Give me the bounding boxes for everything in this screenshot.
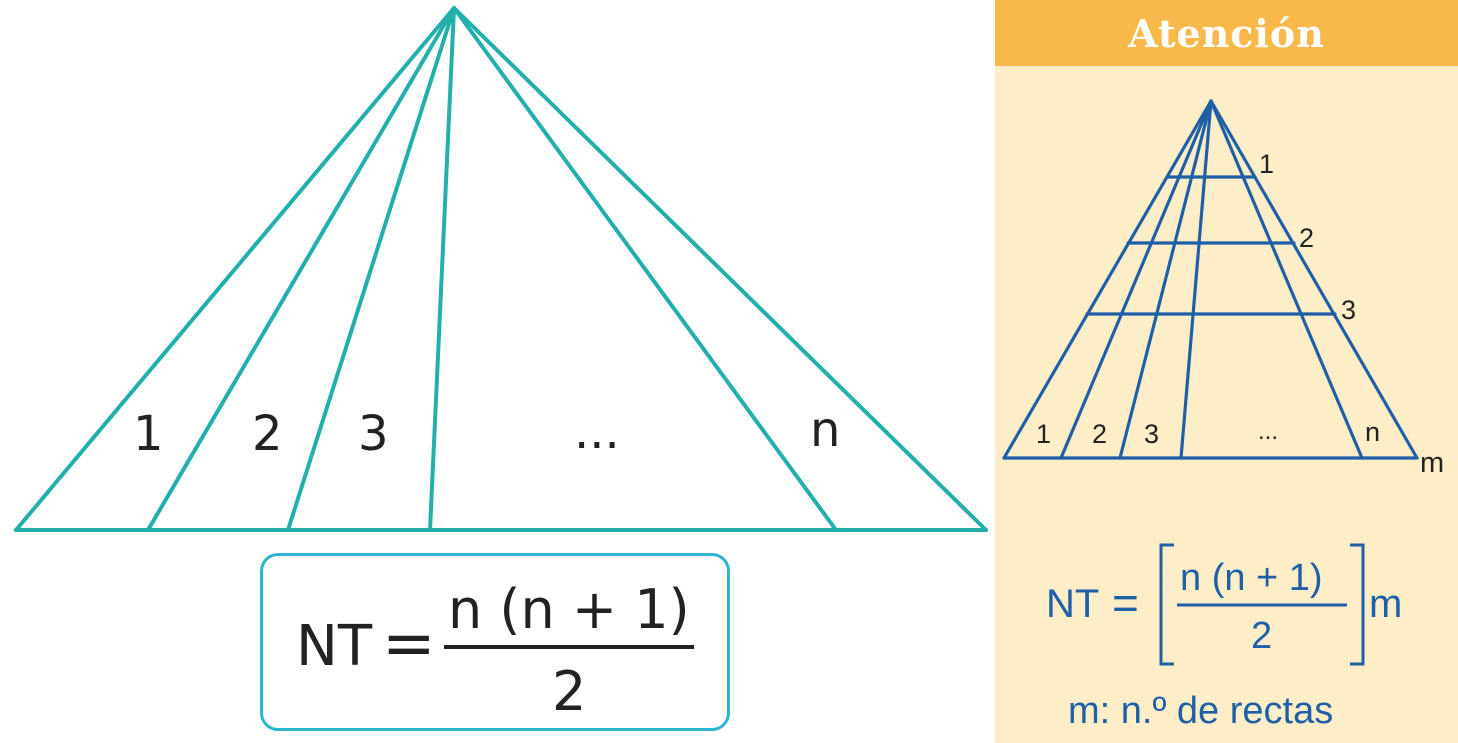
panel-formula-denominator: 2 [1251, 615, 1273, 657]
panel-region-label-3: 3 [1144, 419, 1160, 449]
formula-denominator: 2 [552, 660, 587, 723]
panel-ray-2 [1118, 99, 1213, 460]
panel-formula-multiplier: m [1369, 582, 1403, 626]
panel-ray-n [1209, 99, 1364, 460]
main-ray-n [452, 6, 838, 532]
panel-row-label-2: 2 [1299, 223, 1315, 253]
main-left-side [14, 6, 456, 532]
panel-formula-numerator: n (n + 1) [1180, 557, 1323, 599]
panel-formula-lhs: NT [1046, 582, 1100, 626]
panel-region-label-ellipsis: ... [1258, 418, 1279, 445]
main-ray-2 [286, 6, 456, 532]
main-region-label-ellipsis: ... [574, 404, 620, 460]
main-region-label-1: 1 [133, 406, 164, 462]
panel-left-bracket [1159, 543, 1174, 666]
formula-box [260, 553, 730, 731]
formula-numerator: n (n + 1) [448, 578, 690, 641]
panel-legend: m: n.º de rectas [1068, 690, 1334, 732]
panel-ray-3 [1179, 99, 1213, 460]
main-region-label-2: 2 [252, 406, 283, 462]
panel-region-label-1: 1 [1036, 419, 1052, 449]
panel-formula-equals: = [1112, 577, 1139, 629]
panel-region-label-n: n [1365, 417, 1381, 447]
panel-base-label-m: m [1420, 447, 1445, 479]
attention-title: Atención [1128, 10, 1325, 56]
attention-panel: Atención [995, 0, 1458, 743]
panel-region-label-2: 2 [1092, 419, 1108, 449]
main-region-label-n: n [810, 402, 841, 458]
formula-fraction-bar [444, 645, 694, 649]
attention-header: Atención [995, 0, 1458, 66]
panel-row-label-1: 1 [1259, 149, 1275, 179]
formula-equals: = [382, 607, 436, 681]
panel-right-side [1209, 99, 1419, 460]
formula-lhs: NT [296, 614, 373, 679]
panel-left-side [1002, 99, 1213, 460]
main-right-side [452, 6, 988, 532]
main-triangle-diagram [14, 6, 988, 532]
panel-row-label-3: 3 [1341, 295, 1357, 325]
panel-ray-1 [1059, 99, 1213, 460]
main-region-label-3: 3 [358, 406, 389, 462]
main-ray-3 [428, 6, 456, 532]
panel-right-bracket [1350, 543, 1365, 666]
main-ray-1 [146, 6, 456, 532]
